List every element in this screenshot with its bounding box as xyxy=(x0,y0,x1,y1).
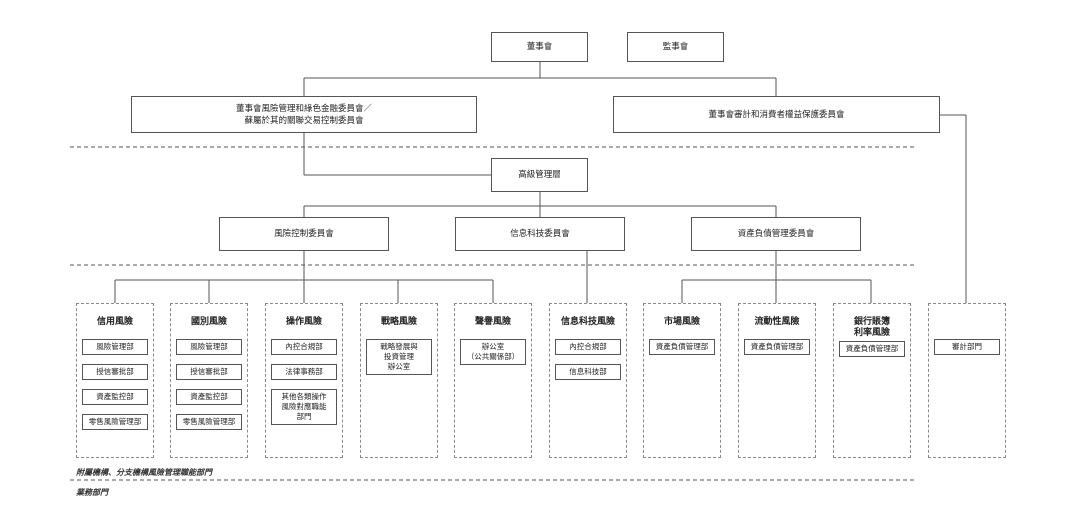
reputational-risk-title: 聲譽風險 xyxy=(474,317,511,327)
credit-risk-dept-2: 資產監控部 xyxy=(82,389,148,405)
banking-book-rate-risk-dept-0: 資產負債管理部 xyxy=(839,341,905,357)
strategic-risk-column: 戰略風險戰略發展與 投資管理 辦公室 xyxy=(360,303,438,458)
strategic-risk-title: 戰略風險 xyxy=(380,317,417,327)
credit-risk-dept-0: 風險管理部 xyxy=(82,339,148,355)
audit-committee-box: 董事會審計和消費者權益保護委員會 xyxy=(613,96,940,133)
country-risk-dept-2: 資產監控部 xyxy=(176,389,242,405)
country-risk-dept-1: 授信審批部 xyxy=(176,364,242,380)
market-risk-column: 市場風險資產負債管理部 xyxy=(643,303,721,458)
country-risk-title: 國別風險 xyxy=(190,317,227,327)
board-of-supervisors-box: 監事會 xyxy=(627,32,724,62)
alm-committee-box: 資產負債管理委員會 xyxy=(691,217,861,251)
country-risk-dept-3: 零售風險管理部 xyxy=(176,414,242,430)
risk-control-committee-box: 風險控制委員會 xyxy=(219,217,389,251)
it-risk-dept-0: 內控合規部 xyxy=(555,339,621,355)
credit-risk-dept-3: 零售風險管理部 xyxy=(82,414,148,430)
board-of-directors-box: 董事會 xyxy=(491,32,588,62)
market-risk-dept-0: 資產負債管理部 xyxy=(649,339,715,355)
footer-business-label: 業務部門 xyxy=(76,488,108,497)
senior-management-box: 高級管理層 xyxy=(491,158,588,192)
audit-dept-0: 審計部門 xyxy=(934,339,1000,355)
operational-risk-dept-0: 內控合規部 xyxy=(271,339,337,355)
operational-risk-dept-2: 其他各類操作 風險對應職能 部門 xyxy=(271,389,337,425)
liquidity-risk-column: 流動性風險資產負債管理部 xyxy=(738,303,816,458)
banking-book-rate-risk-column: 銀行賬簿 利率風險資產負債管理部 xyxy=(833,303,911,458)
country-risk-column: 國別風險風險管理部授信審批部資產監控部零售風險管理部 xyxy=(170,303,248,458)
banking-book-rate-risk-title: 銀行賬簿 利率風險 xyxy=(853,317,890,338)
operational-risk-column: 操作風險內控合規部法律事務部其他各類操作 風險對應職能 部門 xyxy=(265,303,343,458)
credit-risk-title: 信用風險 xyxy=(96,317,133,327)
strategic-risk-dept-0: 戰略發展與 投資管理 辦公室 xyxy=(366,339,432,375)
it-risk-title: 信息科技風險 xyxy=(560,317,615,327)
operational-risk-dept-1: 法律事務部 xyxy=(271,364,337,380)
it-risk-column: 信息科技風險內控合規部信息科技部 xyxy=(549,303,627,458)
operational-risk-title: 操作風險 xyxy=(285,317,322,327)
footer-affiliates-label: 附屬機構、分支機構風險管理職能部門 xyxy=(76,468,212,477)
country-risk-dept-0: 風險管理部 xyxy=(176,339,242,355)
it-risk-dept-1: 信息科技部 xyxy=(555,364,621,380)
credit-risk-dept-1: 授信審批部 xyxy=(82,364,148,380)
reputational-risk-dept-0: 辦公室 （公共關係部） xyxy=(460,339,526,365)
audit-column: 審計部門 xyxy=(928,303,1006,458)
liquidity-risk-title: 流動性風險 xyxy=(754,317,800,327)
liquidity-risk-dept-0: 資產負債管理部 xyxy=(744,339,810,355)
it-committee-box: 信息科技委員會 xyxy=(455,217,625,251)
reputational-risk-column: 聲譽風險辦公室 （公共關係部） xyxy=(454,303,532,458)
risk-committee-box: 董事會風險管理和綠色金融委員會／ 蘇屬於其的關聯交易控制委員會 xyxy=(131,96,477,133)
credit-risk-column: 信用風險風險管理部授信審批部資產監控部零售風險管理部 xyxy=(76,303,154,458)
market-risk-title: 市場風險 xyxy=(663,317,700,327)
